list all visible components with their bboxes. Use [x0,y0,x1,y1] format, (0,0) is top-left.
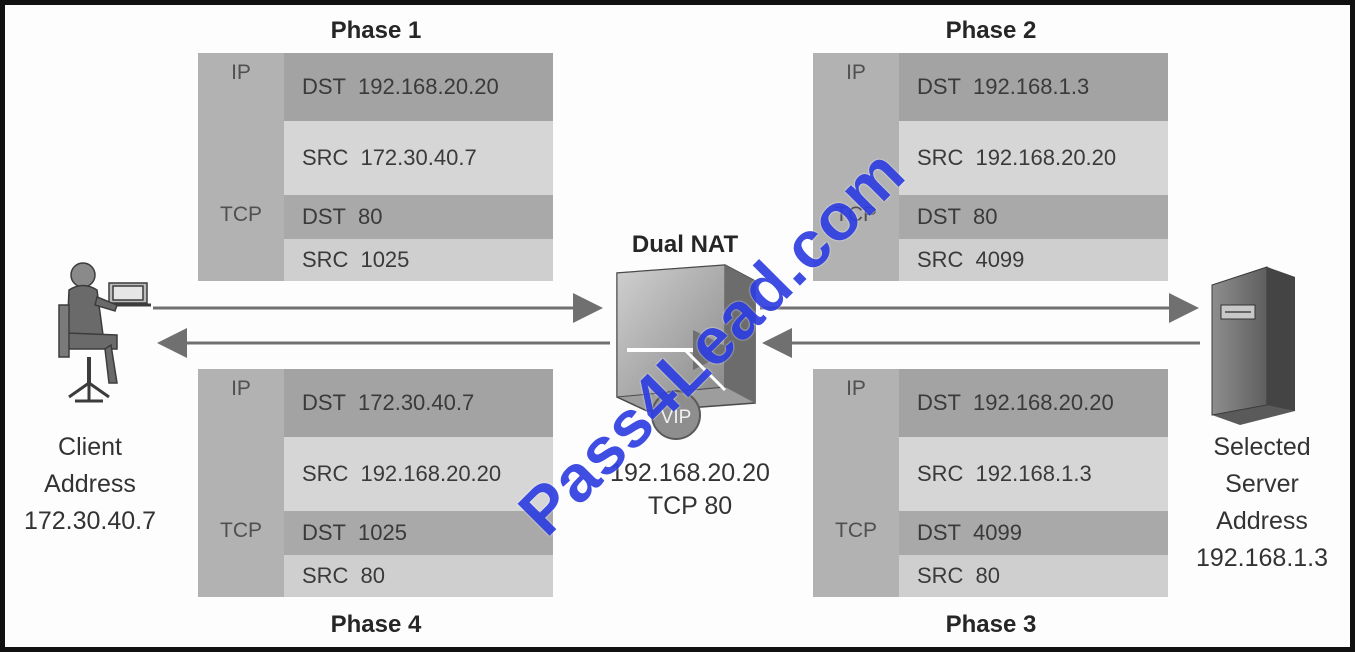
client-caption-line2: Address [44,470,136,498]
phase-3-title: Phase 3 [945,611,1037,638]
vip-port: TCP 80 [647,492,733,520]
vip-address-caption: 192.168.20.20 TCP 80 [585,457,795,523]
server-caption-line1: Selected [1213,433,1311,461]
client-caption: Client Address 172.30.40.7 [5,429,175,540]
client-address: 172.30.40.7 [23,507,157,535]
tcp-label: TCP [813,195,899,281]
phase-4-title: Phase 4 [330,611,422,638]
dual-nat-device-icon: VIP [616,264,756,440]
server-caption-line3: Address [1216,507,1308,535]
phase-1-title: Phase 1 [330,17,422,44]
ip-label: IP [813,53,899,195]
tcp-label: TCP [198,511,284,597]
ip-label: IP [198,53,284,195]
diagram-graphics: VIP [58,262,1295,440]
client-caption-line1: Client [58,433,122,461]
phase-2-title: Phase 2 [945,17,1037,44]
dual-nat-title: Dual NAT [631,231,739,258]
server-tower-icon [1211,266,1295,425]
tcp-label: TCP [813,511,899,597]
vip-address: 192.168.20.20 [610,459,770,487]
ip-label: IP [198,369,284,511]
ip-label: IP [813,369,899,511]
tcp-label: TCP [198,195,284,281]
vip-badge-text: VIP [661,407,692,428]
server-caption-line2: Server [1225,470,1299,498]
server-caption: Selected Server Address 192.168.1.3 [1177,429,1347,577]
server-address: 192.168.1.3 [1195,544,1329,572]
client-person-icon [58,262,151,403]
